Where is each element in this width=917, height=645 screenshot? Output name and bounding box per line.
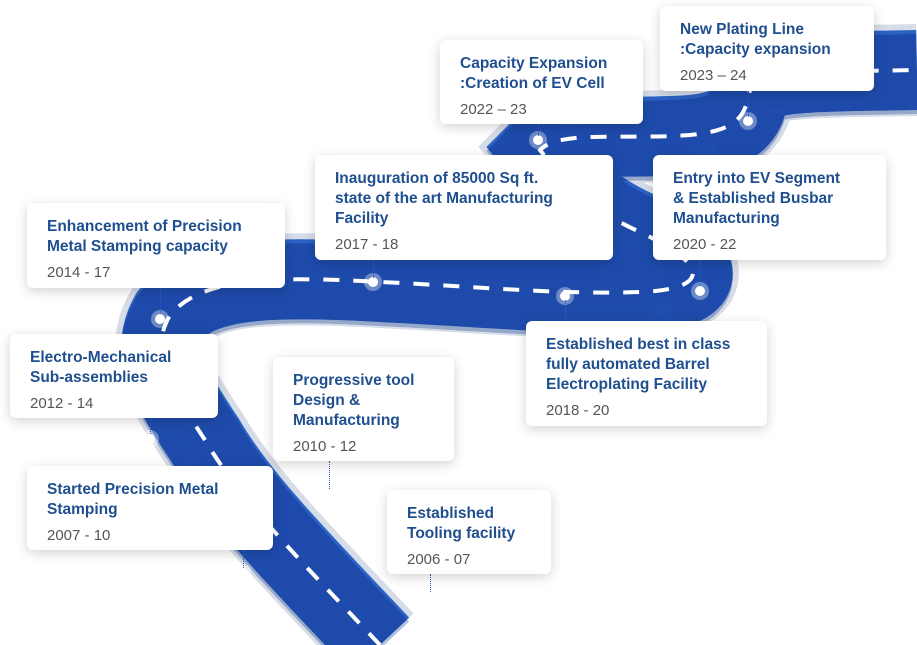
- connector-2006: [430, 574, 431, 592]
- milestone-card-2017: Inauguration of 85000 Sq ft. state of th…: [315, 155, 613, 260]
- milestone-card-2014: Enhancement of Precision Metal Stamping …: [27, 203, 285, 288]
- milestone-card-2007: Started Precision Metal Stamping 2007 - …: [27, 466, 273, 550]
- milestone-year: 2018 - 20: [546, 402, 610, 419]
- milestone-title: Progressive tool Design & Manufacturing: [293, 372, 415, 429]
- milestone-year: 2010 - 12: [293, 438, 357, 455]
- milestone-year: 2023 – 24: [680, 67, 747, 84]
- milestone-card-2023: New Plating Line :Capacity expansion 202…: [660, 6, 874, 91]
- milestone-year: 2017 - 18: [335, 236, 399, 253]
- milestone-year: 2022 – 23: [460, 101, 527, 118]
- milestone-card-2006: Established Tooling facility 2006 - 07: [387, 490, 551, 574]
- connector-2010: [329, 461, 330, 489]
- milestone-year: 2012 - 14: [30, 395, 94, 412]
- milestone-title: Electro-Mechanical Sub-assemblies: [30, 349, 172, 386]
- milestone-title: Established best in class fully automate…: [546, 336, 731, 393]
- milestone-year: 2007 - 10: [47, 527, 111, 544]
- connector-2014: [160, 288, 161, 314]
- milestone-card-2022: Capacity Expansion :Creation of EV Cell …: [440, 40, 643, 124]
- connector-2007: [243, 550, 244, 568]
- milestone-card-2010: Progressive tool Design & Manufacturing …: [273, 357, 454, 461]
- markers: [141, 112, 757, 605]
- milestone-title: Capacity Expansion :Creation of EV Cell: [460, 55, 608, 92]
- milestone-card-2012: Electro-Mechanical Sub-assemblies 2012 -…: [10, 334, 218, 418]
- milestone-title: Inauguration of 85000 Sq ft. state of th…: [335, 170, 553, 227]
- connector-2018: [565, 300, 566, 322]
- connector-2023: [748, 91, 749, 117]
- milestone-year: 2014 - 17: [47, 264, 111, 281]
- milestone-title: New Plating Line :Capacity expansion: [680, 21, 831, 58]
- milestone-title: Enhancement of Precision Metal Stamping …: [47, 218, 242, 255]
- milestone-title: Started Precision Metal Stamping: [47, 481, 219, 518]
- connector-2020: [700, 260, 701, 286]
- connector-2022: [538, 124, 539, 136]
- milestone-title: Entry into EV Segment & Established Busb…: [673, 170, 841, 227]
- milestone-card-2018: Established best in class fully automate…: [526, 321, 767, 426]
- milestone-year: 2020 - 22: [673, 236, 737, 253]
- connector-2012: [150, 418, 151, 434]
- milestone-title: Established Tooling facility: [407, 505, 516, 542]
- milestone-year: 2006 - 07: [407, 551, 471, 568]
- milestone-card-2020: Entry into EV Segment & Established Busb…: [653, 155, 886, 260]
- connector-2017: [373, 260, 374, 278]
